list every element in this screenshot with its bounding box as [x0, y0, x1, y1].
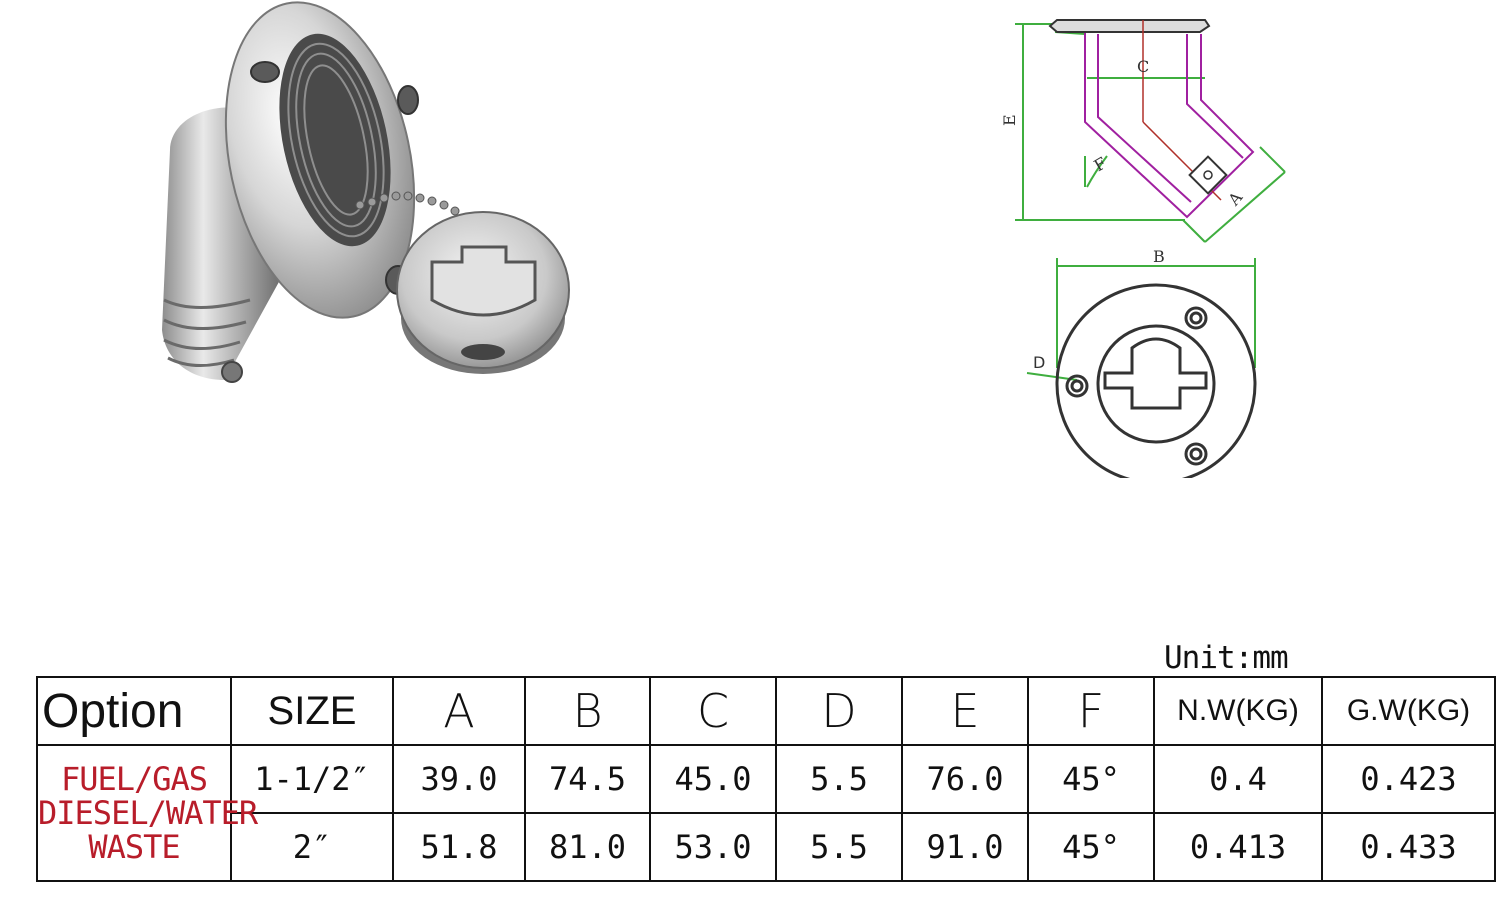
cell-d: 5.5: [775, 812, 903, 882]
flange: [224, 1, 419, 319]
spec-table: Option SIZE A B C D E F N.W(KG) G.W(KG) …: [36, 676, 1496, 882]
cell-c: 53.0: [649, 812, 777, 882]
option-diesel-water: DIESEL/WATER: [38, 794, 258, 832]
cell-net-weight: 0.413: [1153, 812, 1323, 882]
label-e: E: [1000, 114, 1019, 126]
product-photo: [162, 1, 570, 383]
cell-b: 74.5: [524, 744, 651, 814]
cell-size: 2″: [230, 812, 394, 882]
hose-barb-box: [1188, 155, 1228, 195]
option-fuel-gas: FUEL/GAS: [60, 760, 208, 798]
cell-a: 39.0: [392, 744, 526, 814]
cell-e: 76.0: [901, 744, 1029, 814]
cell-f: 45°: [1027, 812, 1155, 882]
cell-f: 45°: [1027, 744, 1155, 814]
header-gross-weight: G.W(KG): [1321, 676, 1496, 746]
option-waste: WASTE: [88, 828, 180, 866]
label-b: B: [1153, 247, 1165, 266]
header-c: C: [649, 676, 777, 746]
cap: [396, 211, 570, 374]
top-view-drawing: B D: [1026, 247, 1257, 478]
header-d: D: [775, 676, 903, 746]
option-cell: FUEL/GAS DIESEL/WATER WASTE: [36, 744, 258, 882]
angle-arc: [1086, 155, 1108, 188]
header-net-weight: N.W(KG): [1153, 676, 1323, 746]
side-view-drawing: E C F A: [1000, 19, 1286, 243]
pipe-outline: [1084, 32, 1255, 219]
cell-b: 81.0: [524, 812, 651, 882]
header-e: E: [901, 676, 1029, 746]
cell-d: 5.5: [775, 744, 903, 814]
header-b: B: [524, 676, 651, 746]
flange-outline: [1048, 19, 1211, 33]
cell-e: 91.0: [901, 812, 1029, 882]
label-d: D: [1033, 353, 1045, 372]
unit-label: Unit:mm: [1164, 640, 1289, 676]
cell-gross-weight: 0.433: [1321, 812, 1496, 882]
header-a: A: [392, 676, 526, 746]
table-row: 2″ 51.8 81.0 53.0 5.5 91.0 45° 0.413 0.4…: [37, 812, 1496, 882]
label-c: C: [1137, 57, 1149, 76]
cell-c: 45.0: [649, 744, 777, 814]
dimension-lines: [1015, 23, 1286, 243]
cell-net-weight: 0.4: [1153, 744, 1323, 814]
label-a: A: [1224, 188, 1247, 210]
dimension-lines: [1026, 258, 1256, 381]
header-row: Option SIZE A B C D E F N.W(KG) G.W(KG): [36, 676, 1496, 746]
flange-top: [1055, 283, 1257, 478]
header-option: Option: [36, 676, 232, 746]
table-row: FUEL/GAS DIESEL/WATER WASTE 1-1/2″ 39.0 …: [36, 744, 1496, 882]
cell-gross-weight: 0.423: [1321, 744, 1496, 814]
cell-size: 1-1/2″: [230, 744, 394, 814]
cell-a: 51.8: [392, 812, 526, 882]
header-f: F: [1027, 676, 1155, 746]
header-size: SIZE: [230, 676, 394, 746]
